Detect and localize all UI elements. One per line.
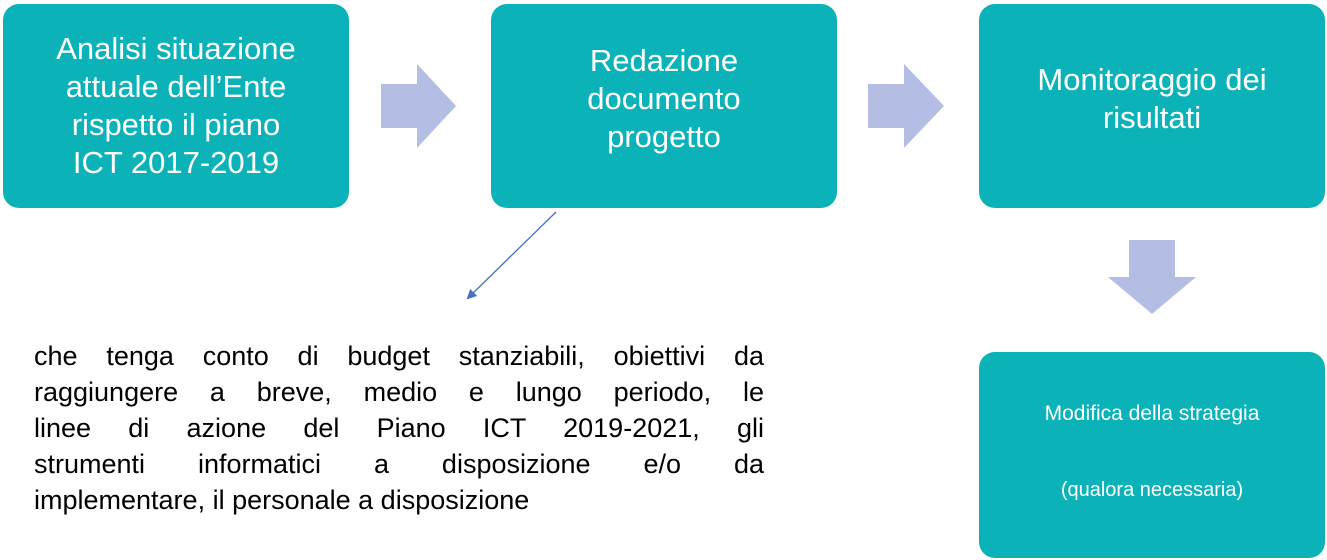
step-drafting-label: Redazione documento progetto (587, 43, 741, 154)
step-monitoring-box: Monitoraggio dei risultati (979, 4, 1325, 208)
right-arrow-2 (868, 64, 944, 148)
step-analysis-label: Analisi situazione attuale dell’Ente ris… (56, 31, 296, 180)
down-arrow (1108, 240, 1196, 314)
step-strategy-text: Modifica della strategia (qualora necess… (1045, 357, 1260, 547)
step-strategy-box: Modifica della strategia (qualora necess… (979, 352, 1325, 558)
note-line-2: raggiungere a breve, medio e lungo perio… (34, 377, 764, 407)
step-strategy-label-line1: Modifica della strategia (1044, 402, 1260, 425)
note-line-4: strumenti informatici a disposizione e/o… (34, 449, 764, 479)
step-strategy-label-line2: (qualora necessaria) (1060, 479, 1244, 501)
step-monitoring-label: Monitoraggio dei risultati (1037, 62, 1267, 135)
note-line-5: implementare, il personale a disposizion… (34, 485, 530, 515)
note-line-3: linee di azione del Piano ICT 2019-2021,… (34, 413, 764, 443)
drafting-note: che tenga conto di budget stanziabili, o… (34, 338, 764, 518)
note-line-1: che tenga conto di budget stanziabili, o… (34, 341, 764, 371)
connector-arrow (466, 211, 557, 300)
step-drafting-box: Redazione documento progetto (491, 4, 837, 208)
step-analysis-box: Analisi situazione attuale dell’Ente ris… (3, 4, 349, 208)
right-arrow-1 (381, 64, 456, 148)
